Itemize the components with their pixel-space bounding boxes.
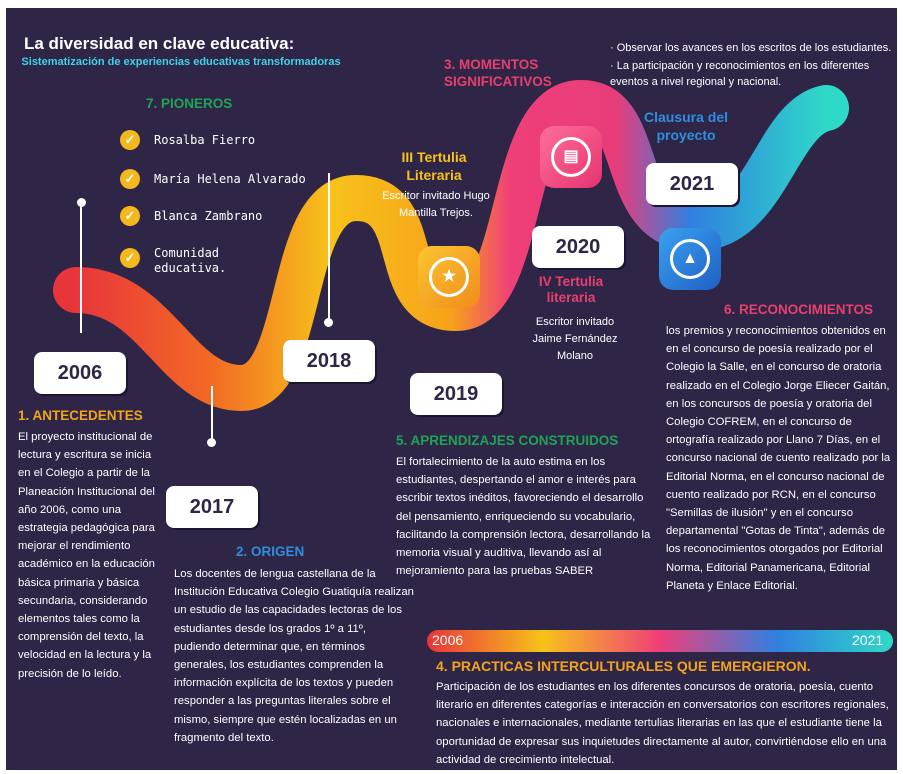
year-2021-box: 2021	[646, 163, 738, 205]
cube-2020: ▤	[540, 126, 602, 188]
origen-heading: 2. ORIGEN	[236, 544, 305, 559]
graduation-cap-icon: ▲	[670, 239, 710, 279]
aprendizajes-heading: 5. APRENDIZAJES CONSTRUIDOS	[396, 433, 619, 448]
check-icon: ✓	[120, 206, 140, 226]
check-icon: ✓	[120, 169, 140, 189]
year-2018-box: 2018	[283, 340, 375, 382]
pioneer-item: María Helena Alvarado	[154, 172, 306, 186]
tertulia-3-text: Escritor invitado Hugo Mantilla Trejos.	[382, 190, 490, 219]
moments-heading: 3. MOMENTOS SIGNIFICATIVOS	[444, 57, 552, 89]
aprendizajes-text: El fortalecimiento de la auto estima en …	[396, 456, 651, 578]
tertulia-4-title: IV Tertulia literaria	[538, 274, 604, 305]
moments-bullet: · La participación y reconocimientos en …	[610, 60, 870, 88]
cube-2021: ▲	[659, 228, 721, 290]
antecedentes-heading: 1. ANTECEDENTES	[18, 408, 143, 423]
check-icon: ✓	[120, 130, 140, 150]
practicas-heading: 4. PRACTICAS INTERCULTURALES QUE EMERGIE…	[436, 658, 811, 674]
antecedentes-text: El proyecto institucional de lectura y e…	[18, 431, 155, 680]
timeline-wave	[53, 79, 893, 652]
year-2020-box: 2020	[532, 226, 624, 268]
check-icon: ✓	[120, 248, 140, 268]
practicas-text: Participación de los estudiantes en los …	[436, 681, 889, 766]
page-title: La diversidad en clave educativa:	[24, 34, 295, 53]
pioneers-heading: 7. PIONEROS	[146, 96, 233, 111]
pioneer-item: Comunidad educativa.	[154, 246, 227, 275]
pioneer-item: Blanca Zambrano	[154, 209, 263, 223]
pin-line	[211, 386, 213, 441]
pin-dot	[324, 318, 333, 327]
origen-text: Los docentes de lengua castellana de la …	[174, 568, 414, 744]
reconocimientos-heading: 6. RECONOCIMIENTOS	[724, 302, 874, 317]
pioneer-item: Rosalba Fierro	[154, 133, 256, 147]
reconocimientos-text: los premios y reconocimientos obtenidos …	[666, 325, 891, 592]
moments-bullet: · Observar los avances en los escritos d…	[610, 42, 892, 54]
tertulia-4-text: Escritor invitado Jaime Fernández Molano	[532, 316, 618, 362]
tertulia-3-title: III Tertulia Literaria	[401, 149, 467, 183]
cube-2019: ★	[418, 246, 480, 308]
pin-line	[328, 173, 330, 321]
pin-line	[80, 203, 82, 333]
star-icon: ★	[429, 257, 469, 297]
timeline-start-label: 2006	[432, 632, 464, 648]
timeline-end-label: 2021	[852, 632, 884, 648]
infographic-canvas: La diversidad en clave educativa: Sistem…	[6, 8, 897, 770]
book-icon: ▤	[551, 137, 591, 177]
pin-dot	[207, 438, 216, 447]
year-2019-box: 2019	[410, 373, 502, 415]
page-subtitle: Sistematización de experiencias educativ…	[21, 56, 341, 68]
pin-dot	[77, 198, 86, 207]
year-2017-box: 2017	[166, 486, 258, 528]
clausura-title: Clausura del proyecto	[643, 109, 729, 143]
year-2006-box: 2006	[34, 352, 126, 394]
